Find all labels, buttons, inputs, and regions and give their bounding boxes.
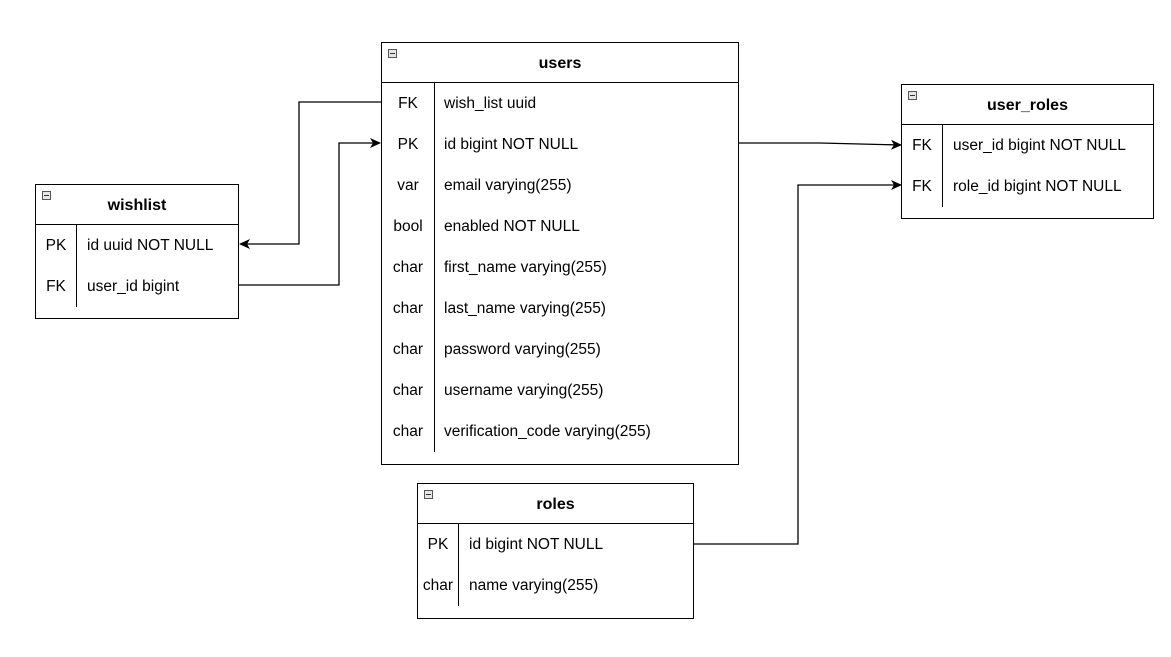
column-definition: id bigint NOT NULL xyxy=(444,136,579,153)
minus-square-icon[interactable] xyxy=(388,49,397,58)
table-row[interactable]: char password varying(255) xyxy=(382,329,738,370)
key-column-divider xyxy=(458,524,460,606)
connector-users-user-roles xyxy=(739,139,902,150)
table-row[interactable]: var email varying(255) xyxy=(382,165,738,206)
table-header: wishlist xyxy=(36,185,238,225)
table-row[interactable]: char first_name varying(255) xyxy=(382,247,738,288)
column-key: FK xyxy=(398,95,418,112)
column-key: FK xyxy=(46,278,66,295)
table-row[interactable]: bool enabled NOT NULL xyxy=(382,206,738,247)
table-row[interactable]: PK id bigint NOT NULL xyxy=(418,524,693,565)
column-definition: role_id bigint NOT NULL xyxy=(953,178,1122,195)
table-title: users xyxy=(538,55,582,72)
column-definition: wish_list uuid xyxy=(444,95,537,112)
column-key: char xyxy=(392,382,424,399)
table-title: wishlist xyxy=(107,197,167,214)
table-header: user_roles xyxy=(902,85,1153,125)
minus-square-icon[interactable] xyxy=(424,490,433,499)
table-row[interactable]: FK role_id bigint NOT NULL xyxy=(902,166,1153,207)
column-key: char xyxy=(392,300,424,317)
column-key: var xyxy=(397,177,419,194)
column-definition: last_name varying(255) xyxy=(444,300,606,317)
column-key: PK xyxy=(397,136,419,153)
key-column-divider xyxy=(76,225,78,307)
table-row[interactable]: char username varying(255) xyxy=(382,370,738,411)
table-title: roles xyxy=(536,496,575,513)
column-definition: id uuid NOT NULL xyxy=(87,237,214,254)
column-definition: username varying(255) xyxy=(444,382,604,399)
table-row[interactable]: char verification_code varying(255) xyxy=(382,411,738,452)
key-column-divider xyxy=(942,125,944,207)
column-key: char xyxy=(392,423,424,440)
column-definition: first_name varying(255) xyxy=(444,259,607,276)
table-row[interactable]: FK user_id bigint xyxy=(36,266,238,307)
table-row[interactable]: FK wish_list uuid xyxy=(382,83,738,124)
column-definition: user_id bigint NOT NULL xyxy=(953,137,1126,154)
connector-users-wishlist xyxy=(239,101,381,249)
column-definition: enabled NOT NULL xyxy=(444,218,580,235)
key-column-divider xyxy=(434,83,436,452)
table-row[interactable]: char name varying(255) xyxy=(418,565,693,606)
table-row[interactable]: FK user_id bigint NOT NULL xyxy=(902,125,1153,166)
table-wishlist[interactable]: wishlist PK id uuid NOT NULL FK user_id big… xyxy=(35,184,239,319)
column-definition: user_id bigint xyxy=(87,278,180,295)
connector-wishlist-users xyxy=(239,138,381,286)
table-header: roles xyxy=(418,484,693,524)
table-row[interactable]: PK id bigint NOT NULL xyxy=(382,124,738,165)
column-key: FK xyxy=(912,137,932,154)
table-row[interactable]: PK id uuid NOT NULL xyxy=(36,225,238,266)
column-definition: verification_code varying(255) xyxy=(444,423,651,440)
column-key: bool xyxy=(393,218,423,235)
table-row[interactable]: char last_name varying(255) xyxy=(382,288,738,329)
table-title: user_roles xyxy=(987,97,1068,114)
table-user-roles[interactable]: user_roles FK user_id bigint NOT NULL FK ro… xyxy=(901,84,1154,219)
column-key: char xyxy=(392,259,424,276)
column-definition: password varying(255) xyxy=(444,341,601,358)
table-header: users xyxy=(382,43,738,83)
column-key: FK xyxy=(912,178,932,195)
column-key: char xyxy=(422,577,454,594)
column-key: char xyxy=(392,341,424,358)
column-definition: name varying(255) xyxy=(469,577,599,594)
minus-square-icon[interactable] xyxy=(42,191,51,200)
column-definition: id bigint NOT NULL xyxy=(469,536,604,553)
table-roles[interactable]: roles PK id bigint NOT NULL char name varyi… xyxy=(417,483,694,619)
column-definition: email varying(255) xyxy=(444,177,572,194)
column-key: PK xyxy=(427,536,449,553)
minus-square-icon[interactable] xyxy=(908,91,917,100)
column-key: PK xyxy=(45,237,67,254)
